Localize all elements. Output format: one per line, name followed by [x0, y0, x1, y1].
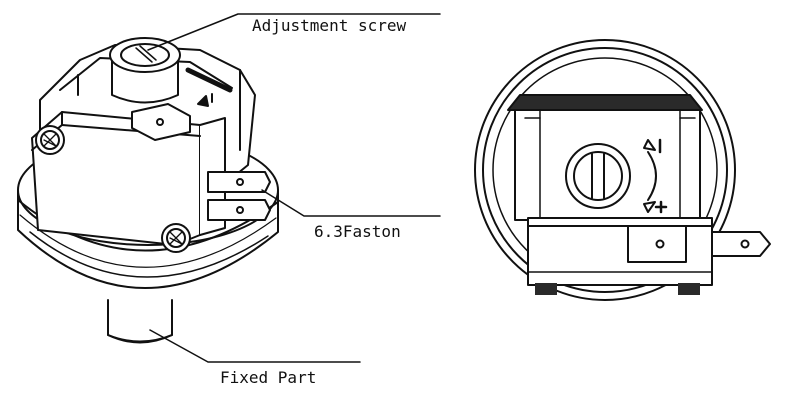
top-view-terminal-tab — [627, 225, 687, 263]
mounting-screw-bottom — [161, 223, 191, 253]
top-terminal-tab — [131, 103, 191, 141]
adjustment-screw-tower — [109, 37, 181, 104]
leader-lines — [147, 13, 441, 363]
faston-terminals — [207, 171, 271, 221]
direction-arrow-mark — [197, 93, 213, 107]
adjustment-screw-head — [565, 143, 631, 209]
label-adjustment-screw: Adjustment screw — [252, 16, 407, 35]
switch-perspective-view — [17, 37, 279, 344]
adjust-direction-indicator — [643, 138, 668, 214]
label-fixed-part: Fixed Part — [220, 368, 317, 387]
microswitch-block — [31, 111, 226, 246]
leader-faston — [261, 189, 441, 217]
switch-top-view — [474, 39, 771, 301]
leader-adjustment-screw — [147, 13, 441, 51]
label-faston: 6.3Faston — [314, 222, 401, 241]
top-band — [507, 94, 703, 111]
mounting-screw-top — [35, 125, 65, 155]
leader-fixed-part — [149, 329, 361, 363]
side-blade-terminal — [711, 231, 771, 257]
fixed-part — [107, 299, 173, 344]
